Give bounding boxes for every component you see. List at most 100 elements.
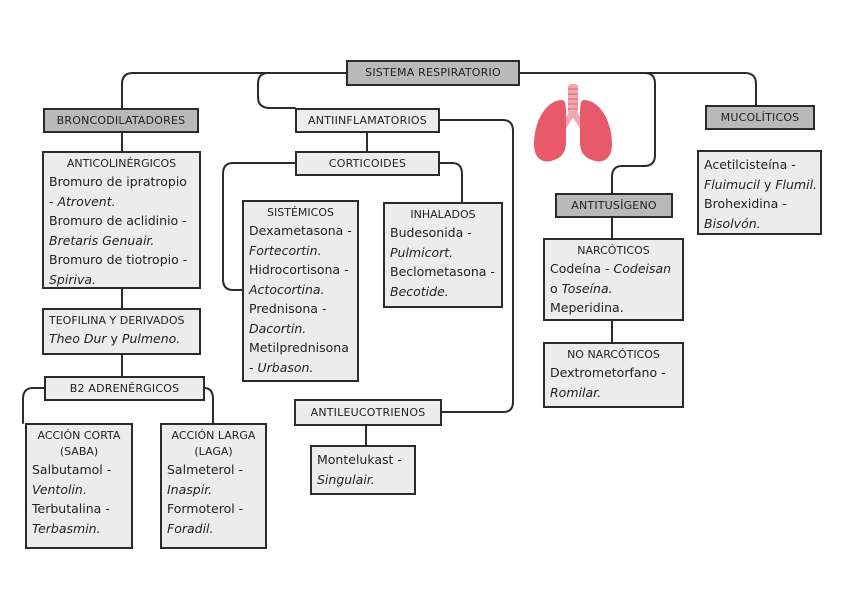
text: - [49, 193, 58, 209]
brand-name: Spiriva. [49, 271, 96, 287]
drug-line: Codeína - Codeisan [550, 259, 677, 279]
drug-line: Ventolin. [32, 480, 126, 500]
right-lung [580, 100, 612, 162]
broncodilatadores-label: BRONCODILATADORES [56, 113, 186, 127]
accion-larga-box: ACCIÓN LARGA (LAGA) Salmeterol - Inaspir… [160, 423, 267, 549]
drug-line: Terbutalina - [32, 501, 110, 516]
accion-corta-box: ACCIÓN CORTA (SABA) Salbutamol - Ventoli… [25, 423, 133, 549]
drug-line: Meperidina. [550, 300, 624, 315]
drug-line: Dacortin. [249, 319, 352, 339]
left-lung [534, 100, 566, 162]
brand-name: Actocortina. [249, 281, 325, 297]
drug-line: - Urbason. [249, 358, 352, 378]
drug-line: Terbasmin. [32, 519, 126, 539]
antitusigeno-label: ANTITUSÍGENO [571, 198, 657, 212]
drug-line: Beclometasona - [390, 264, 495, 279]
brand-name: Bretaris Genuair. [49, 232, 155, 248]
drug-line: Fluimucil y Flumil. [704, 175, 818, 195]
drug-line: Bisolvón. [704, 214, 815, 234]
drug-line: Foradil. [167, 519, 260, 539]
text: Codeína - [550, 261, 614, 276]
drug-line: Singulair. [317, 470, 409, 490]
no-narcoticos-box: NO NARCÓTICOS Dextrometorfano - Romilar. [543, 342, 684, 408]
drug-line: Fortecortin. [249, 241, 352, 261]
text: o [550, 280, 562, 296]
brand-name: Pulmicort. [390, 244, 454, 260]
antileucotrienos-label: ANTILEUCOTRIENOS [310, 405, 426, 419]
brand-name: Atrovent. [57, 193, 116, 209]
text: y [759, 176, 776, 192]
brand-name: Fortecortin. [249, 242, 322, 258]
antileucotrienos-node: ANTILEUCOTRIENOS [294, 399, 442, 426]
drug-line: Pulmicort. [390, 243, 496, 263]
brand-name: Terbasmin. [32, 520, 101, 536]
drug-line: Spiriva. [49, 270, 194, 290]
drug-line: Budesonida - [390, 225, 472, 240]
drug-line: Salmeterol - [167, 462, 243, 477]
brand-name: Romilar. [550, 384, 602, 400]
corta-title: ACCIÓN CORTA [37, 429, 121, 442]
sistemicos-title: SISTÉMICOS [267, 206, 334, 219]
no-narcoticos-title: NO NARCÓTICOS [567, 348, 660, 361]
drug-line: Formoterol - [167, 501, 244, 516]
corta-subtitle: (SABA) [59, 445, 99, 458]
inhalados-box: INHALADOS Budesonida - Pulmicort. Beclom… [383, 202, 503, 308]
drug-line: Brohexidina - [704, 196, 787, 211]
drug-line: Dextrometorfano - [550, 365, 666, 380]
brand-name: Urbason. [257, 359, 314, 375]
brand-name: Toseína. [561, 280, 613, 296]
brand-name: Codeisan [613, 261, 672, 276]
drug-line: Prednisona - [249, 301, 327, 316]
brand-name: Pulmeno. [121, 331, 181, 346]
drug-line: Dexametasona - [249, 223, 352, 238]
brand-name: Foradil. [167, 520, 214, 536]
drug-line: Montelukast - [317, 452, 402, 467]
brand-name: Dacortin. [249, 320, 307, 336]
montelukast-box: Montelukast - Singulair. [310, 445, 416, 495]
brand-name: Inaspir. [167, 481, 213, 497]
brand-name: Ventolin. [32, 481, 87, 497]
brand-name: Theo Dur [49, 331, 107, 346]
drug-line: Bromuro de ipratropio [49, 174, 187, 189]
drug-line: Becotide. [390, 282, 496, 302]
root-title: SISTEMA RESPIRATORIO [365, 66, 501, 80]
brand-name: Singulair. [317, 471, 375, 487]
anticolinergicos-box: ANTICOLINÉRGICOS Bromuro de ipratropio -… [42, 151, 201, 289]
anticolinergicos-title: ANTICOLINÉRGICOS [66, 157, 177, 170]
drug-line: Inaspir. [167, 480, 260, 500]
drug-line: Bretaris Genuair. [49, 231, 194, 251]
trachea [561, 84, 585, 129]
teofilina-title: TEOFILINA Y DERIVADOS [49, 314, 185, 327]
drug-line: - Atrovent. [49, 192, 194, 212]
root-node: SISTEMA RESPIRATORIO [346, 60, 520, 86]
drug-line: Romilar. [550, 383, 677, 403]
b2-adrenergicos-node: B2 ADRENÉRGICOS [44, 376, 205, 401]
antiinflamatorios-label: ANTIINFLAMATORIOS [308, 113, 427, 127]
teofilina-box: TEOFILINA Y DERIVADOS Theo Dur y Pulmeno… [42, 308, 201, 355]
drug-line: Theo Dur y Pulmeno. [49, 329, 194, 349]
mucoliticos-box: Acetilcisteína - Fluimucil y Flumil. Bro… [697, 150, 822, 235]
drug-line: Actocortina. [249, 280, 352, 300]
brand-name: Becotide. [390, 283, 449, 299]
drug-line: Hidrocortisona - [249, 262, 349, 277]
drug-line: o Toseína. [550, 279, 677, 299]
brand-name: Flumil. [775, 176, 818, 192]
antiinflamatorios-node: ANTIINFLAMATORIOS [295, 108, 440, 133]
narcoticos-title: NARCÓTICOS [577, 244, 650, 257]
lungs-icon [534, 84, 612, 162]
drug-line: Bromuro de aclidinio - [49, 213, 187, 228]
inhalados-title: INHALADOS [410, 208, 476, 221]
drug-line: Bromuro de tiotropio - [49, 252, 188, 267]
drug-line: Salbutamol - [32, 462, 112, 477]
brand-name: Fluimucil [704, 176, 760, 192]
antitusigeno-node: ANTITUSÍGENO [555, 193, 673, 218]
drug-line: Metilprednisona [249, 340, 349, 355]
larga-subtitle: (LAGA) [194, 445, 233, 458]
text: - [249, 359, 258, 375]
larga-title: ACCIÓN LARGA [171, 429, 256, 442]
corticoides-node: CORTICOIDES [295, 151, 440, 176]
sistemicos-box: SISTÉMICOS Dexametasona - Fortecortin. H… [242, 200, 359, 382]
b2-label: B2 ADRENÉRGICOS [69, 381, 180, 395]
corticoides-label: CORTICOIDES [328, 156, 407, 170]
narcoticos-box: NARCÓTICOS Codeína - Codeisan o Toseína.… [543, 238, 684, 321]
